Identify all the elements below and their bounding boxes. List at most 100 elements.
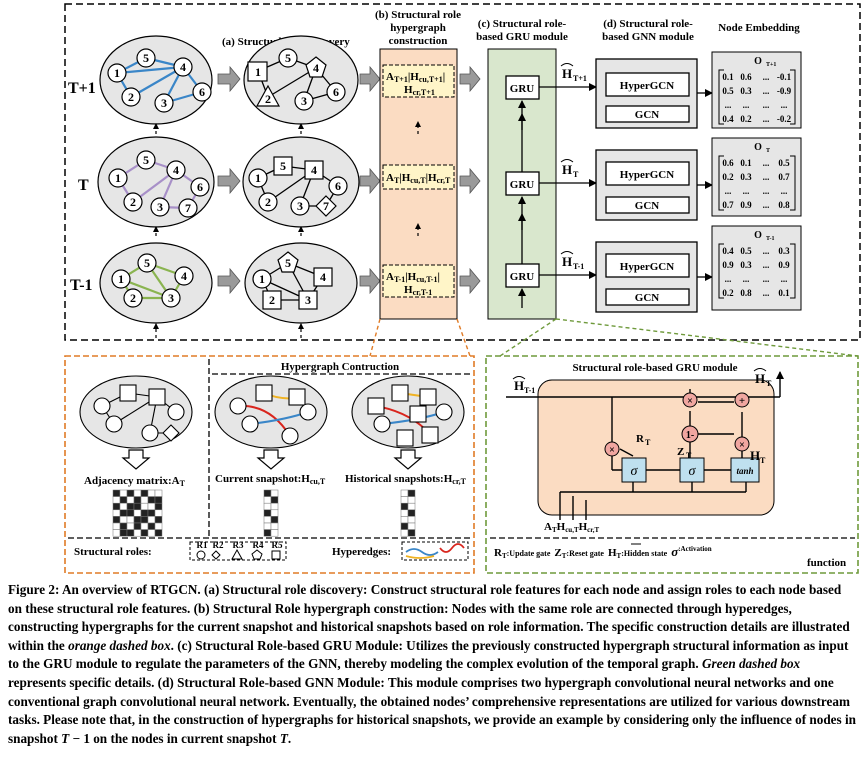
svg-text:R1: R1 [197,540,208,550]
gnn-modules: HyperGCN GCN HyperGCN GCN HyperGCN GCN [595,58,713,313]
incidence-cell [407,496,416,504]
matrix-cell: -0.2 [777,114,792,124]
matrix-cell: ... [781,186,788,196]
matrix-cell: ... [725,274,732,284]
svg-text:H: H [755,371,765,386]
svg-text:R4: R4 [253,540,264,550]
svg-text:R3: R3 [233,540,244,550]
matrix-title-sub: T [766,148,770,154]
matrix-cell: 0.2 [722,288,734,298]
section-d-title-1: (d) Structural role- [603,18,693,30]
svg-text:HyperGCN: HyperGCN [620,261,674,273]
orange-connector-left [369,318,381,357]
matrix-cell: 0.4 [722,114,734,124]
matrix-cell: ... [763,186,770,196]
incidence-cell [263,489,272,497]
svg-text:AT|Hcu,T|Hcr,T: AT|Hcu,T|Hcr,T [386,172,451,185]
hyper-box-t: AT|Hcu,T|Hcr,T [382,164,455,190]
matrix-cell: 0.3 [740,260,752,270]
svg-text:AT-1|Hcu,T-1|: AT-1|Hcu,T-1| [386,271,440,284]
adjacency-cell [133,489,142,497]
svg-text:GCN: GCN [635,109,660,121]
incidence-cell [270,522,279,530]
svg-text:function: function [807,557,846,569]
matrix-cell: 0.6 [722,158,734,168]
svg-text:T-1: T-1 [524,386,535,395]
svg-text:3: 3 [301,94,307,108]
adjacency-cell [140,509,149,517]
svg-text:3: 3 [297,199,303,213]
svg-text:5: 5 [280,159,286,173]
adjacency-cell [147,509,156,517]
matrix-cell: ... [763,114,770,124]
green-connector-left [499,318,557,357]
svg-text:T: T [645,438,651,447]
svg-text:T-1: T-1 [573,262,584,271]
matrix-cell: ... [763,200,770,210]
section-b-title-1: (b) Structural role [375,9,461,21]
incidence-cell [407,489,416,497]
matrix-cell: 0.5 [722,86,734,96]
svg-text:3: 3 [168,291,174,305]
matrix-title: O [754,142,762,153]
adjacency-cell [112,496,121,504]
matrix-cell: 0.5 [778,158,790,168]
matrix-cell: 0.9 [722,260,734,270]
svg-text:H: H [562,66,572,81]
matrix-cell: ... [763,274,770,284]
svg-text:1: 1 [118,272,124,286]
matrix-cell: 0.7 [778,172,790,182]
incidence-cell [407,522,416,530]
matrix-cell: ... [763,288,770,298]
svg-text:4: 4 [320,270,326,284]
svg-text:HyperGCN: HyperGCN [620,169,674,181]
svg-text:3: 3 [305,293,311,307]
matrix-cell: 0.2 [722,172,734,182]
matrix-cell: 0.7 [722,200,734,210]
adjacency-cell [112,489,121,497]
section-e-title: Node Embedding [718,22,800,34]
svg-text:T: T [573,170,579,179]
svg-text:T: T [766,379,772,388]
svg-text:R2: R2 [213,540,224,550]
incidence-cell [270,509,279,517]
gru-detail-title: Structural role-based GRU module [572,362,737,374]
incidence-cell [263,496,272,504]
adjacency-cell [119,509,128,517]
svg-text:GCN: GCN [635,200,660,212]
matrix-cell: ... [743,186,750,196]
matrix-title: O [754,56,762,67]
incidence-cell [400,522,409,530]
svg-text:×: × [739,440,745,451]
historical-snapshot-graph [351,375,465,449]
section-b-title-3: construction [389,35,448,47]
adjacency-cell [133,529,142,537]
incidence-cell [407,502,416,511]
matrix-title-sub: T-1 [766,236,774,242]
adjacency-cell [147,516,156,524]
matrix-cell: ... [763,172,770,182]
temporal-arrows [153,123,304,338]
svg-text:T: T [760,456,766,465]
incidence-cell [263,529,272,537]
adjacency-cell [133,509,142,517]
adjacency-cell [126,489,135,497]
incidence-cell [263,502,272,511]
incidence-cell [270,496,279,504]
section-d-title-2: based GNN module [602,31,694,43]
incidence-cell [270,489,279,497]
svg-text:H: H [750,448,760,463]
incidence-cell [400,502,409,511]
adjacency-cell [119,529,128,537]
adjacency-cell [154,529,163,537]
svg-text:GRU: GRU [510,179,535,191]
adjacency-cell [119,516,128,524]
svg-text:2: 2 [265,195,271,209]
